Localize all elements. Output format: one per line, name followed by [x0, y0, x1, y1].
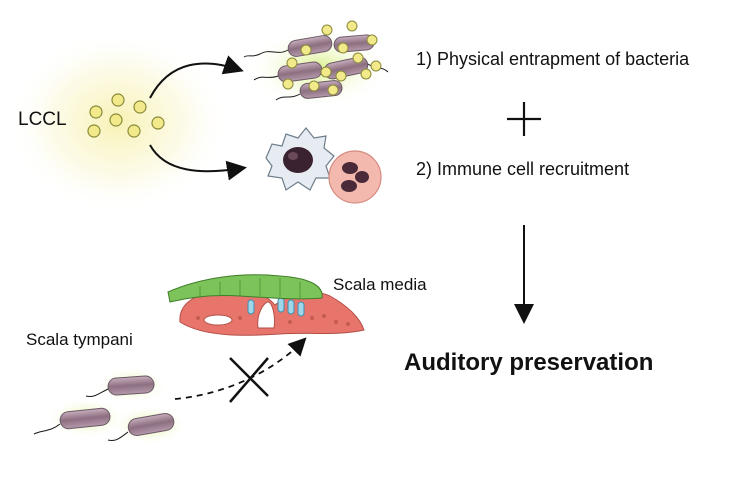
blocked-x-icon [229, 357, 269, 403]
scala-media-label: Scala media [333, 275, 427, 294]
lccl-particle-cluster [8, 32, 228, 212]
bacterium-icon [107, 405, 188, 445]
entrapped-bacteria-icon [243, 20, 390, 108]
plus-sign [507, 102, 541, 136]
blocked-path-arrow [174, 337, 307, 400]
step1-label: 1) Physical entrapment of bacteria [416, 49, 690, 69]
scala-tympani-label: Scala tympani [26, 330, 133, 349]
neutrophil-icon [328, 150, 382, 204]
arrow-to-entrapment [149, 55, 244, 99]
step2-label: 2) Immune cell recruitment [416, 159, 629, 179]
macrophage-icon [265, 127, 335, 191]
organ-of-corti-icon [167, 274, 365, 336]
lccl-label: LCCL [18, 109, 67, 130]
bacterium-icon [33, 398, 126, 438]
outcome-label: Auditory preservation [404, 349, 653, 376]
arrow-to-immune-cells [149, 144, 247, 181]
bacterium-icon [85, 367, 168, 403]
